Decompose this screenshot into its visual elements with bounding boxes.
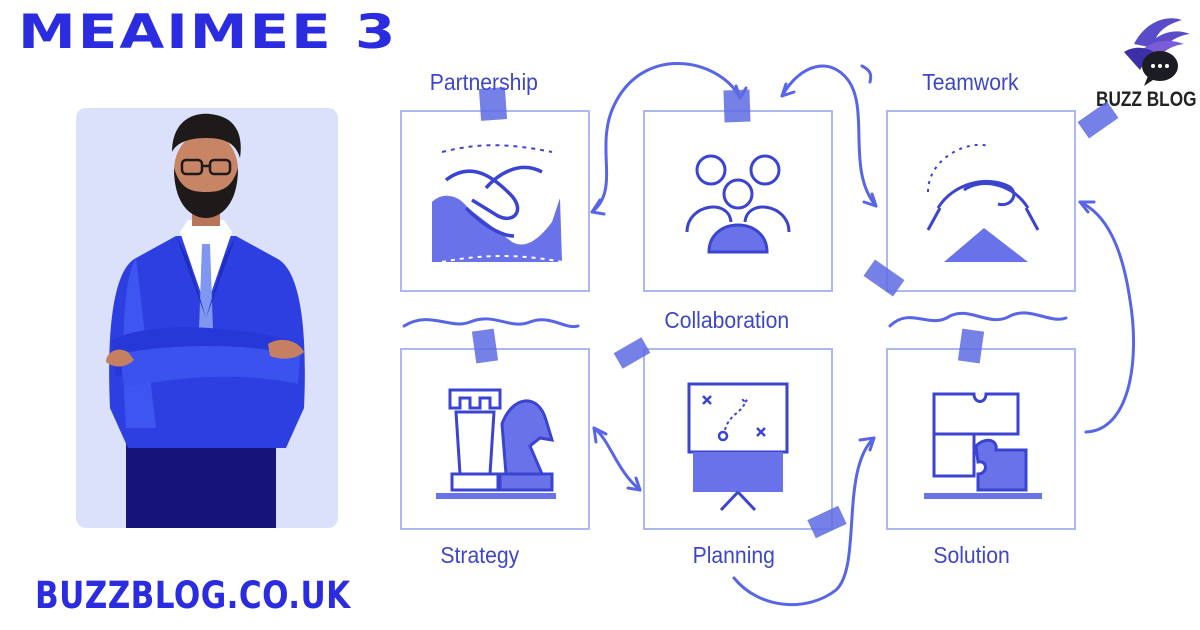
logo-text: BUZZ BLOG — [1095, 88, 1196, 111]
panel-planning — [643, 348, 833, 530]
buzz-blog-logo — [1064, 14, 1194, 124]
panel-team — [643, 110, 833, 292]
panel-partnership — [400, 110, 590, 292]
label-strategy: Strategy — [440, 542, 520, 568]
handshake-icon — [432, 144, 563, 263]
businessman-illustration — [76, 108, 338, 528]
page-title: MEAIMEE 3 — [18, 3, 398, 60]
presentation-board-icon — [687, 382, 789, 512]
label-planning: Planning — [692, 542, 775, 568]
chess-pieces-icon — [436, 388, 556, 499]
label-collaboration: Collaboration — [664, 307, 790, 333]
panel-solution — [886, 348, 1076, 530]
panel-teamwork — [886, 110, 1076, 292]
team-people-icon — [685, 154, 791, 254]
site-url: BUZZBLOG.CO.UK — [35, 574, 351, 617]
label-teamwork: Teamwork — [922, 69, 1019, 95]
label-partnership: Partnership — [429, 69, 538, 95]
arm-wrestle-icon — [926, 143, 1040, 262]
label-solution: Solution — [933, 542, 1010, 568]
puzzle-icon — [924, 392, 1042, 499]
panel-strategy — [400, 348, 590, 530]
